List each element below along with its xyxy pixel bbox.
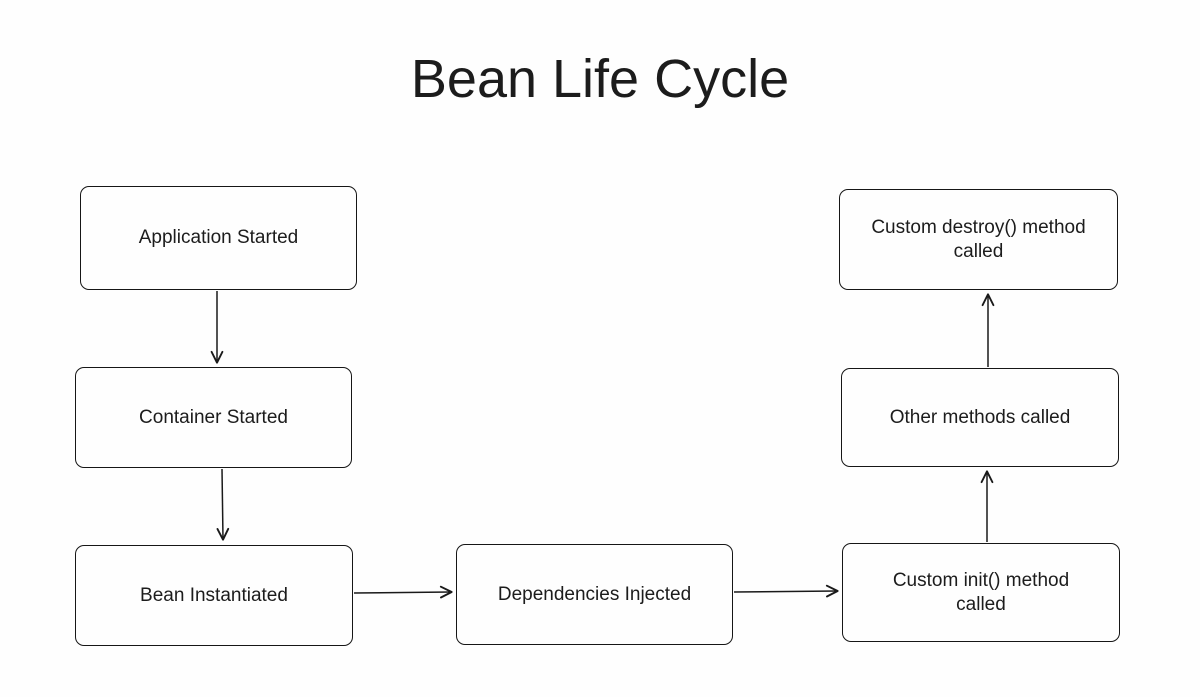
arrow-container-to-instantiated [216, 468, 230, 541]
arrow-dependencies-to-init [733, 584, 839, 598]
arrow-instantiated-to-dependencies [353, 585, 453, 599]
node-custom-init-method-called: Custom init() method called [842, 543, 1120, 642]
node-bean-instantiated: Bean Instantiated [75, 545, 353, 646]
node-container-started: Container Started [75, 367, 352, 468]
node-dependencies-injected: Dependencies Injected [456, 544, 733, 645]
node-application-started: Application Started [80, 186, 357, 290]
node-other-methods-called: Other methods called [841, 368, 1119, 467]
diagram-title: Bean Life Cycle [410, 49, 790, 109]
node-custom-destroy-method-called: Custom destroy() method called [839, 189, 1118, 290]
